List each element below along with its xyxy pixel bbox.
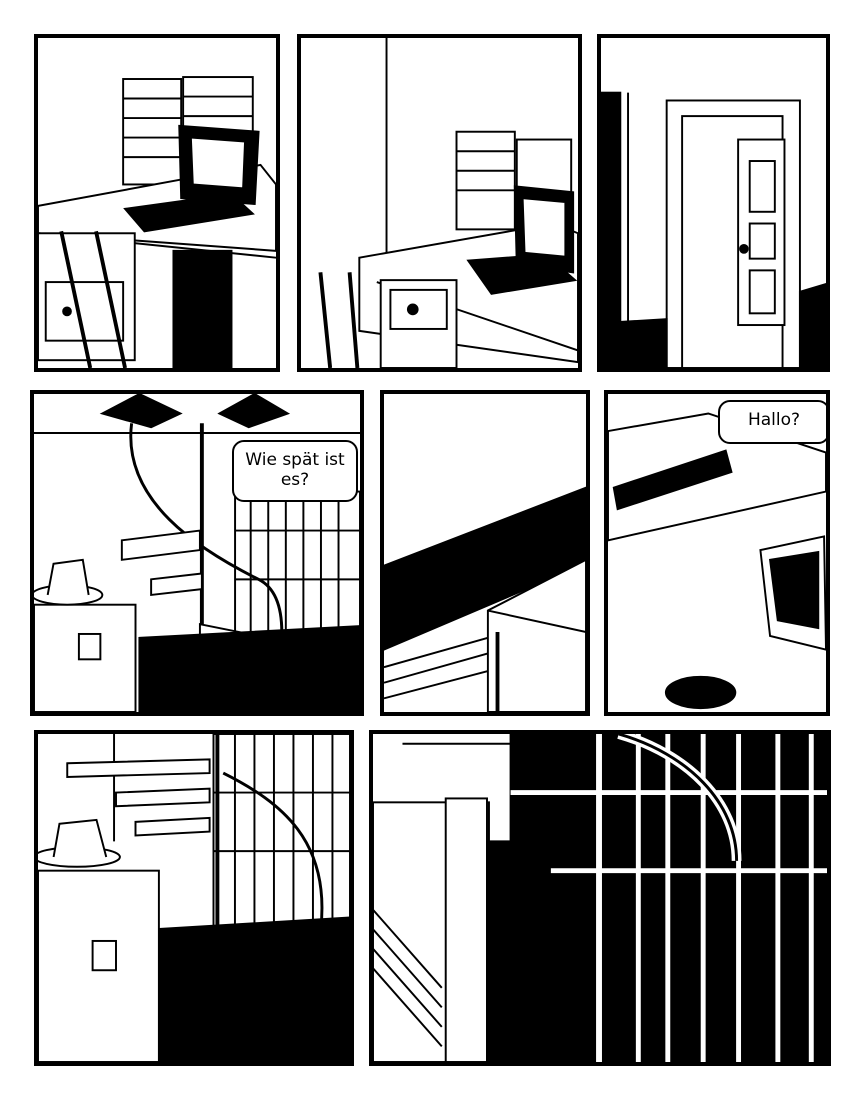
panel-1-laptop-desk [34,34,280,372]
panel-6-art [608,412,826,710]
panel-3-art [601,91,826,368]
panel-8-gate-bars [369,730,831,1066]
panel-2-desk-wide [297,34,582,372]
panel-5-art [384,486,586,712]
speech-bubble-wie-spaet: Wie spät ist es? [232,440,358,502]
panel-2-art [318,38,578,368]
panel-5-table-edge [380,390,590,716]
panel-7-art [38,734,350,1062]
panel-6-drawer-poster: Hallo? [604,390,830,716]
panel-7-staircase-cabinet [34,730,354,1066]
panel-8-art [373,734,827,1062]
panel-4-art [34,394,360,712]
panel-3-doorway [597,34,830,372]
speech-bubble-hallo: Hallo? [718,400,826,444]
panel-4-spiral-staircase: Wie spät ist es? [30,390,364,716]
panel-1-art [38,76,276,368]
